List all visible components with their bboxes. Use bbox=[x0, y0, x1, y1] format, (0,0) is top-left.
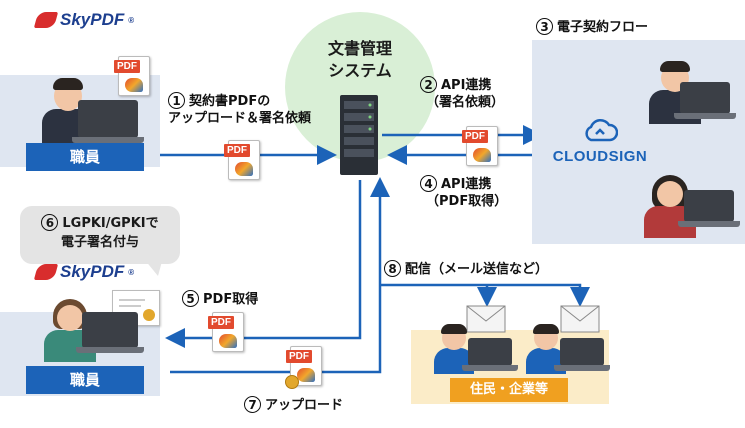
skypdf-mark-icon bbox=[33, 12, 59, 28]
laptop-icon bbox=[72, 100, 144, 143]
callout-tail bbox=[140, 254, 164, 276]
step-1-number: 1 bbox=[168, 92, 185, 109]
laptop-icon bbox=[462, 338, 518, 371]
residents-label: 住民・企業等 bbox=[450, 378, 568, 402]
skypdf-mark-icon bbox=[33, 264, 59, 280]
cloudsign-logo: CLOUDSIGN bbox=[545, 118, 655, 165]
mail-icon bbox=[560, 305, 600, 333]
step-2-number: 2 bbox=[420, 76, 437, 93]
laptop-icon bbox=[678, 190, 740, 227]
server-icon bbox=[340, 95, 378, 175]
cloud-icon bbox=[585, 118, 619, 142]
skypdf-logo-bottom: SkyPDF® bbox=[33, 262, 134, 282]
laptop-icon bbox=[674, 82, 736, 119]
system-title: 文書管理システム bbox=[327, 39, 392, 80]
pdf-doc-icon: PDF bbox=[114, 56, 150, 96]
step-5-number: 5 bbox=[182, 290, 199, 307]
staff-label-bottom: 職員 bbox=[26, 366, 144, 394]
signed-pdf-icon: PDF bbox=[285, 346, 322, 389]
resident-man-icon bbox=[432, 322, 476, 374]
pdf-doc-icon: PDF bbox=[224, 140, 260, 180]
signer-woman-icon bbox=[640, 172, 700, 238]
step-7-number: 7 bbox=[244, 396, 261, 413]
skypdf-logo-top: SkyPDF® bbox=[33, 10, 134, 30]
laptop-icon bbox=[76, 312, 144, 353]
step-4-number: 4 bbox=[420, 175, 437, 192]
staff-label-top: 職員 bbox=[26, 143, 144, 171]
pdf-doc-icon: PDF bbox=[462, 126, 498, 166]
laptop-icon bbox=[554, 338, 610, 371]
step-6-number: 6 bbox=[41, 214, 59, 231]
pdf-doc-icon: PDF bbox=[208, 312, 244, 352]
seal-icon bbox=[285, 375, 299, 389]
step-8-number: 8 bbox=[384, 260, 401, 277]
mail-icon bbox=[466, 305, 506, 333]
step-3-number: 3 bbox=[536, 18, 553, 35]
